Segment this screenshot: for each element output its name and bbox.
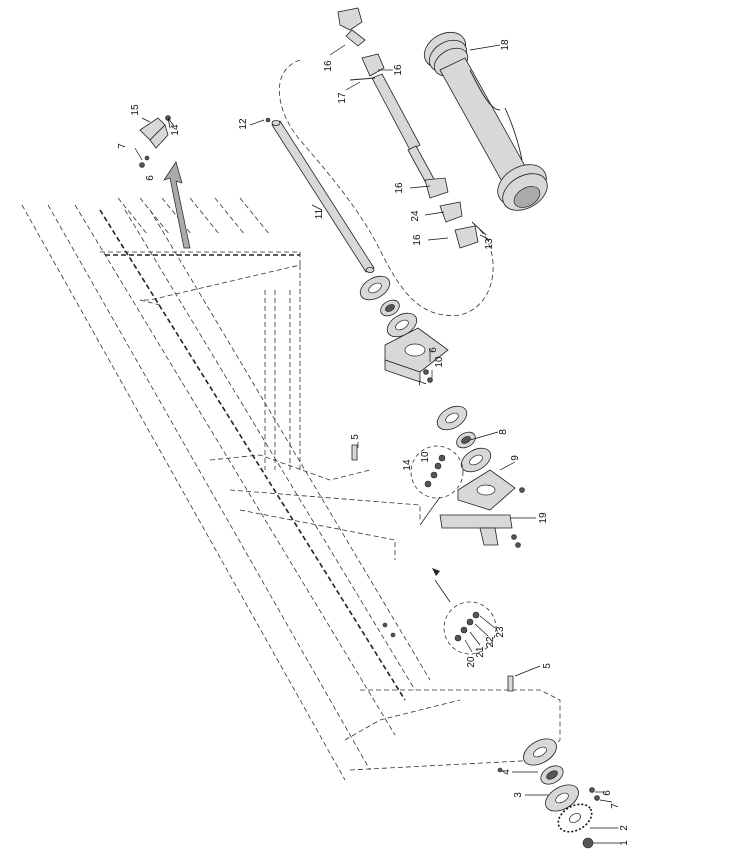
detail-circle-lower <box>432 568 497 655</box>
machine-frame-outline <box>21 197 561 781</box>
callout-10-upper: 10 <box>434 356 445 368</box>
callout-24: 24 <box>410 210 421 222</box>
callout-17: 17 <box>337 92 348 104</box>
callout-7-middle: 7 <box>418 380 429 386</box>
callout-15: 15 <box>130 104 141 116</box>
leader-lines <box>134 44 620 844</box>
lower-sprocket-group <box>497 738 600 849</box>
callout-14-middle: 14 <box>402 459 413 471</box>
pto-guard-part-18 <box>423 31 548 211</box>
callout-8: 8 <box>498 429 509 435</box>
callout-16-middle: 16 <box>394 182 405 194</box>
detail-circle-upper <box>410 445 464 526</box>
callout-3: 3 <box>513 792 524 798</box>
callout-18: 18 <box>500 39 511 51</box>
bolt-part-5 <box>351 444 514 692</box>
shaft-group-outline <box>278 59 494 316</box>
shaft-part-11 <box>265 117 375 273</box>
callout-11: 11 <box>314 208 325 219</box>
callout-20: 20 <box>466 656 477 668</box>
callout-7-upper-left: 7 <box>117 143 128 149</box>
callout-16-top: 16 <box>323 60 334 72</box>
callout-9: 9 <box>510 455 521 461</box>
callout-6-upper-left: 6 <box>145 175 156 181</box>
callout-13: 13 <box>484 238 495 250</box>
arrow-up-icon <box>432 568 440 576</box>
callout-23: 23 <box>495 626 506 638</box>
callout-19: 19 <box>538 512 549 524</box>
bracket-part-15 <box>139 115 171 168</box>
arrow-up-icon <box>163 161 191 249</box>
callout-labels: 1 2 3 4 5 5 6 6 6 7 7 7 8 9 10 10 11 12 … <box>117 39 630 846</box>
pto-shaft-parts <box>337 7 487 249</box>
callout-21: 21 <box>475 646 486 658</box>
callout-5-lower: 5 <box>542 663 553 669</box>
callout-6-lower: 6 <box>602 790 613 796</box>
callout-16-lower: 16 <box>412 234 423 246</box>
callout-5-upper: 5 <box>350 434 361 440</box>
callout-16-top-right: 16 <box>393 64 404 76</box>
callout-12: 12 <box>238 118 249 130</box>
callout-2: 2 <box>619 825 630 831</box>
middle-bearing-group <box>436 405 525 548</box>
callout-22: 22 <box>485 636 496 648</box>
callout-7-lower: 7 <box>610 803 621 809</box>
bearing-flange-upper <box>359 275 418 338</box>
callout-6-middle: 6 <box>428 347 439 353</box>
callout-14-upper-left: 14 <box>170 124 181 136</box>
callout-10-middle: 10 <box>420 451 431 463</box>
callout-4: 4 <box>501 769 512 775</box>
callout-1: 1 <box>619 840 630 846</box>
mounting-plate-upper <box>384 327 449 383</box>
